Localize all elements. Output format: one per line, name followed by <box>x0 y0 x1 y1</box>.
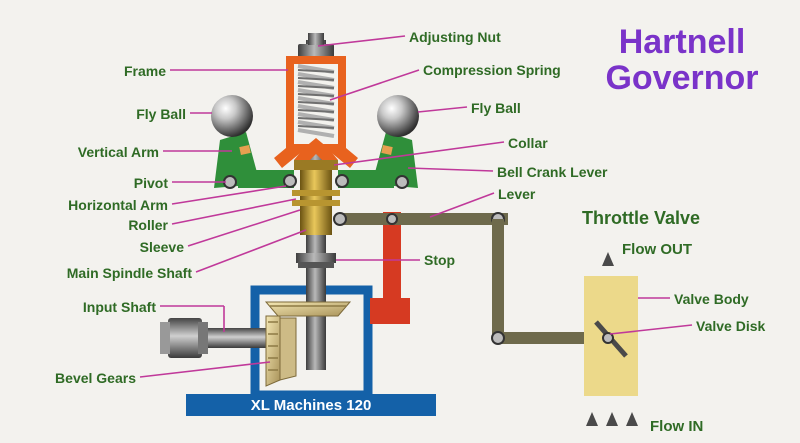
label-main-spindle-shaft: Main Spindle Shaft <box>66 265 192 281</box>
fly-ball-icon <box>377 95 419 137</box>
compression-spring <box>297 64 335 138</box>
flow-in-label: Flow IN <box>650 418 704 435</box>
label-collar: Collar <box>508 135 548 151</box>
label-lever: Lever <box>498 186 536 202</box>
adjusting-nut <box>298 33 334 58</box>
base-plate-label: XL Machines 120 <box>250 397 372 414</box>
label-fly-ball-right: Fly Ball <box>471 100 521 116</box>
label-roller: Roller <box>128 217 168 233</box>
throttle-valve-heading: Throttle Valve <box>582 208 701 228</box>
stop-block <box>370 212 410 324</box>
label-stop: Stop <box>424 252 456 268</box>
bell-crank-left <box>214 132 294 188</box>
bell-crank-right <box>338 132 418 188</box>
fly-ball-icon <box>211 95 253 137</box>
label-bevel-gears: Bevel Gears <box>55 370 136 386</box>
label-valve-disk: Valve Disk <box>696 318 766 334</box>
label-horizontal-arm: Horizontal Arm <box>68 197 168 213</box>
flow-out-label: Flow OUT <box>622 241 692 258</box>
label-bell-crank-lever: Bell Crank Lever <box>497 164 608 180</box>
label-input-shaft: Input Shaft <box>82 299 156 315</box>
label-sleeve: Sleeve <box>139 239 184 255</box>
title-line-1: Hartnell <box>618 23 746 61</box>
label-adjusting-nut: Adjusting Nut <box>409 29 501 45</box>
leader-lines <box>139 35 693 378</box>
flow-out-arrow-icon <box>602 252 614 266</box>
lever-linkage <box>333 212 608 345</box>
bevel-gears <box>264 301 352 387</box>
title-line-2: Governor <box>605 59 759 97</box>
input-shaft <box>160 318 278 358</box>
flow-in-arrow-icon <box>586 412 638 426</box>
label-valve-body: Valve Body <box>674 291 749 307</box>
label-vertical-arm: Vertical Arm <box>77 144 159 160</box>
label-fly-ball-left: Fly Ball <box>136 106 186 122</box>
label-compression-spring: Compression Spring <box>423 62 561 78</box>
label-pivot: Pivot <box>133 175 168 191</box>
sleeve <box>292 160 340 235</box>
valve-disk-icon <box>594 320 628 358</box>
label-frame: Frame <box>123 63 166 79</box>
pivot-pins <box>223 174 409 189</box>
